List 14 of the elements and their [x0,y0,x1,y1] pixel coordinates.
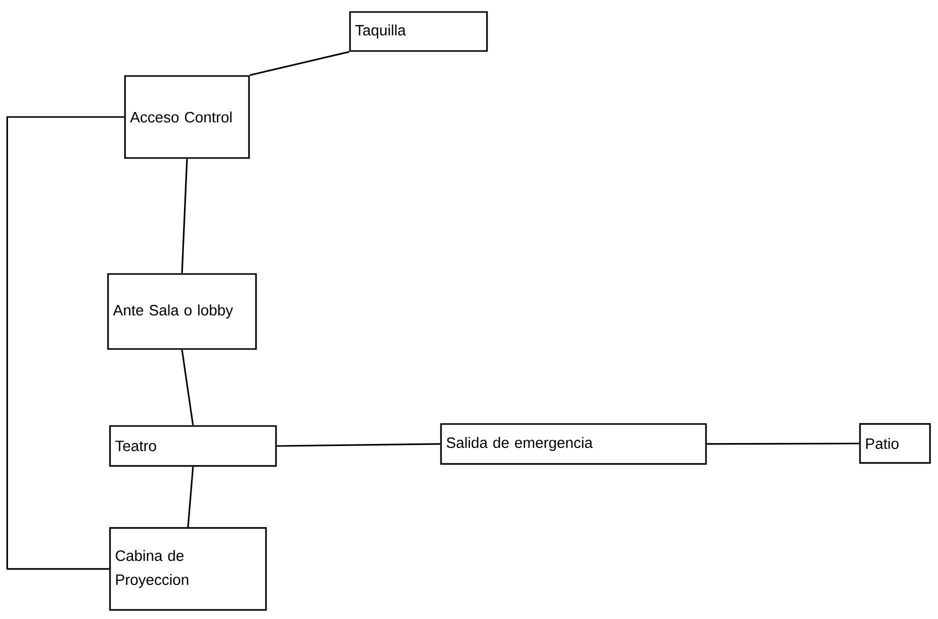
connector-line [276,443,440,447]
connector-line [6,116,124,570]
connector-line [250,51,350,76]
connector-line [187,466,194,528]
place-box: Acceso Control [124,75,250,159]
place-box: Taquilla [349,11,488,52]
place-box: Salida de emergencia [440,423,707,465]
place-box: Teatro [109,425,277,467]
connector-line [181,350,194,426]
connector-line [706,442,860,445]
place-box: Ante Sala o lobby [107,273,257,350]
place-box: Cabina de Proyeccion [109,527,267,611]
connector-line [181,158,188,274]
place-box: Patio [859,423,931,464]
